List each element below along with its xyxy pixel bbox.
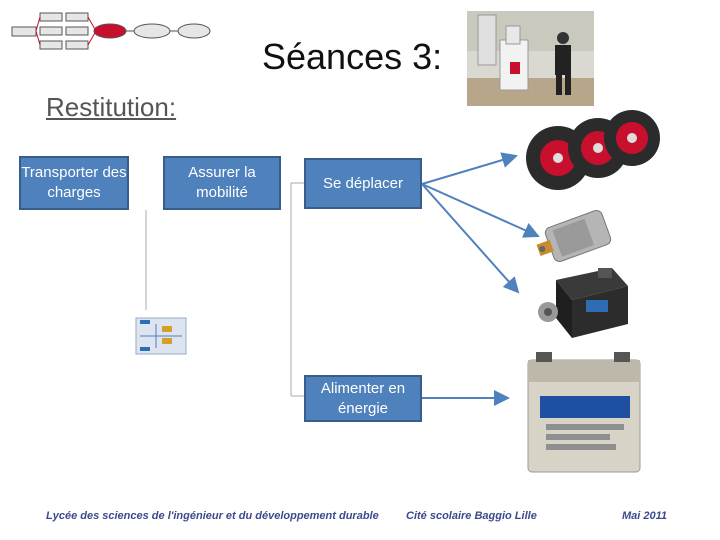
footer-school: Lycée des sciences de l'ingénieur et du …: [46, 510, 379, 522]
page-title: Séances 3:: [262, 36, 443, 77]
arrow-to-wheels: [421, 152, 518, 185]
function-box-mobilite[interactable]: Assurer la mobilité: [163, 156, 281, 210]
section-heading: Restitution:: [46, 92, 177, 122]
footer-date: Mai 2011: [622, 510, 668, 522]
function-box-deplacer[interactable]: Se déplacer: [304, 158, 422, 209]
footer-campus: Cité scolaire Baggio Lille: [406, 510, 537, 522]
arrow-to-servo: [421, 183, 520, 294]
arrow-to-motor: [421, 183, 540, 238]
function-box-alimenter[interactable]: Alimenter en énergie: [304, 375, 422, 422]
function-box-transporter[interactable]: Transporter des charges: [19, 156, 129, 210]
